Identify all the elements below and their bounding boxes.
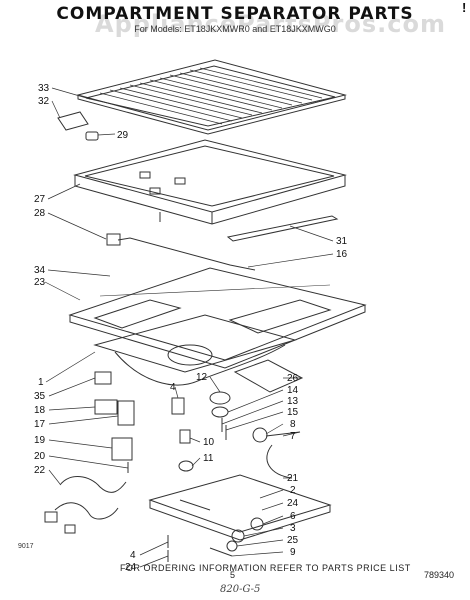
part-4-drawing (171, 397, 185, 415)
page-number: 5 (230, 570, 236, 580)
top-grille-drawing (76, 59, 347, 135)
callout-14: 14 (287, 385, 299, 396)
handwritten-note: 820-G-5 (220, 584, 261, 595)
model-subtitle: For Models: ET18JKXMWR0 and ET18JKXMWG0 (134, 24, 336, 34)
part-35-drawing (94, 371, 112, 385)
callout-10: 10 (203, 437, 215, 448)
rod-7-drawing (265, 431, 301, 437)
callout-28: 28 (34, 208, 46, 219)
callout-6: 6 (290, 511, 296, 522)
part-19-drawing (111, 437, 133, 461)
callout-23: 23 (34, 277, 46, 288)
cable-21-drawing (266, 444, 293, 479)
part-17-drawing (117, 400, 135, 426)
part-10-drawing (179, 429, 191, 444)
callout-26: 26 (287, 373, 299, 384)
callout-2: 2 (290, 485, 296, 496)
part-25-drawing (226, 540, 238, 552)
label-card-drawing (57, 111, 89, 131)
callout-25: 25 (287, 535, 299, 546)
callout-18: 18 (34, 405, 46, 416)
separator-cover-drawing (73, 139, 347, 225)
callout-29: 29 (117, 130, 129, 141)
callout-8: 8 (290, 419, 296, 430)
side-code: 9017 (18, 543, 34, 550)
callout-4-bottom: 4 (130, 550, 136, 561)
clip-drawing (85, 131, 99, 141)
tube-16-drawing (117, 237, 256, 271)
callout-35: 35 (34, 391, 46, 402)
page-title: COMPARTMENT SEPARATOR PARTS (56, 4, 414, 24)
callout-9: 9 (290, 547, 296, 558)
callout-7: 7 (290, 431, 296, 442)
callout-4: 4 (170, 382, 176, 393)
part-14-drawing (211, 406, 229, 418)
callout-12: 12 (196, 372, 208, 383)
part-11-drawing (178, 460, 194, 472)
callout-27: 27 (34, 194, 46, 205)
callout-3: 3 (290, 523, 296, 534)
harness-22-drawing (54, 476, 127, 520)
part-6-drawing (250, 517, 264, 531)
callout-24-bottom: 24 (125, 562, 137, 573)
corner-mark: ! (462, 0, 467, 15)
callout-16: 16 (336, 249, 348, 260)
pin-9-drawing (209, 547, 233, 557)
figure-number: 789340 (424, 570, 455, 580)
callout-20: 20 (34, 451, 46, 462)
part-8-drawing (252, 427, 268, 443)
callout-17: 17 (34, 419, 46, 430)
part-12-drawing (209, 391, 231, 405)
callout-11: 11 (203, 453, 214, 464)
part-18-drawing (94, 399, 118, 415)
callout-24: 24 (287, 498, 299, 509)
base-tray-drawing (148, 474, 332, 541)
callout-34: 34 (34, 265, 46, 276)
strip-31-drawing (226, 215, 339, 242)
callout-21: 21 (287, 473, 299, 484)
separator-plate-drawing (68, 267, 367, 369)
lower-housing-drawing (93, 314, 297, 386)
callout-31: 31 (336, 236, 348, 247)
callout-19: 19 (34, 435, 46, 446)
callout-13: 13 (287, 396, 299, 407)
callout-15: 15 (287, 407, 299, 418)
callout-22: 22 (34, 465, 46, 476)
ordering-instruction: FOR ORDERING INFORMATION REFER TO PARTS … (120, 563, 411, 573)
callout-1: 1 (38, 377, 44, 388)
callout-33: 33 (38, 83, 50, 94)
callout-32: 32 (38, 96, 50, 107)
